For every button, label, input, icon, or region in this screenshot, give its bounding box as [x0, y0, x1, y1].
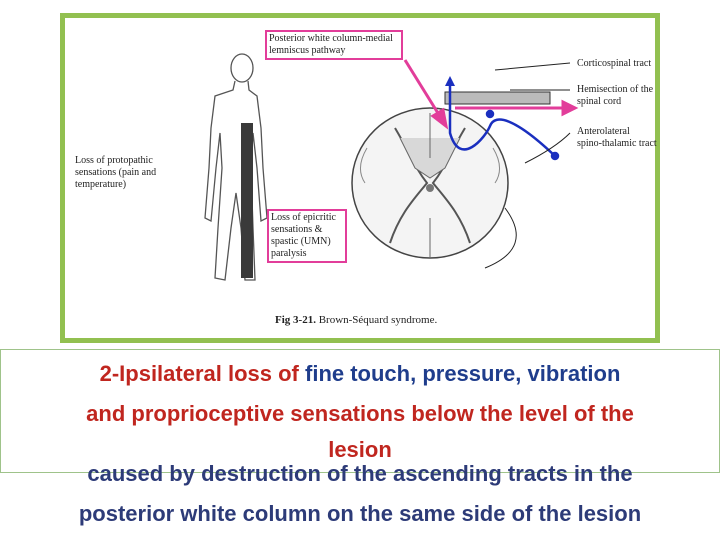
text-line-1: 2-Ipsilateral loss of fine touch, pressu… — [0, 360, 720, 388]
label-posterior-box: Posterior white column-medial lemniscus … — [265, 30, 403, 60]
text-line-5: posterior white column on the same side … — [78, 501, 642, 526]
text-line-3: lesion — [328, 437, 392, 462]
label-epicritic: Loss of epicritic sensations & spastic (… — [271, 212, 336, 259]
label-epicritic-box: Loss of epicritic sensations & spastic (… — [267, 209, 347, 263]
text-panel — [0, 349, 720, 473]
label-anterolateral: Anterolateral spino-thalamic tract — [577, 126, 657, 149]
body-figure — [204, 53, 268, 281]
figure-caption: Fig 3-21. Brown-Séquard syndrome. — [275, 314, 437, 326]
spinal-cord-section — [351, 107, 509, 259]
label-posterior: Posterior white column-medial lemniscus … — [269, 33, 393, 56]
brown-sequard-diagram — [204, 53, 579, 281]
text-line-1-red: 2-Ipsilateral loss of — [99, 361, 305, 386]
label-hemisection: Hemisection of the spinal cord — [577, 84, 654, 107]
text-line-2: and proprioceptive sensations below the … — [86, 401, 634, 426]
affected-leg-shading — [241, 123, 253, 278]
figure-frame: Posterior white column-medial lemniscus … — [60, 13, 660, 343]
caption-title: Brown-Séquard syndrome. — [318, 314, 438, 326]
label-corticospinal: Corticospinal tract — [577, 58, 652, 69]
label-protopathic: Loss of protopathic sensations (pain and… — [75, 155, 157, 190]
caption-number: Fig 3-21. — [275, 314, 316, 326]
hemisection-bar — [444, 91, 551, 105]
pointer-lines — [484, 62, 571, 269]
text-line-1-blue: fine touch, pressure, vibration — [305, 361, 621, 386]
text-line-4: caused by destruction of the ascending t… — [87, 461, 633, 486]
blue-tract-arrows — [445, 76, 560, 161]
pink-arrows — [403, 59, 579, 130]
